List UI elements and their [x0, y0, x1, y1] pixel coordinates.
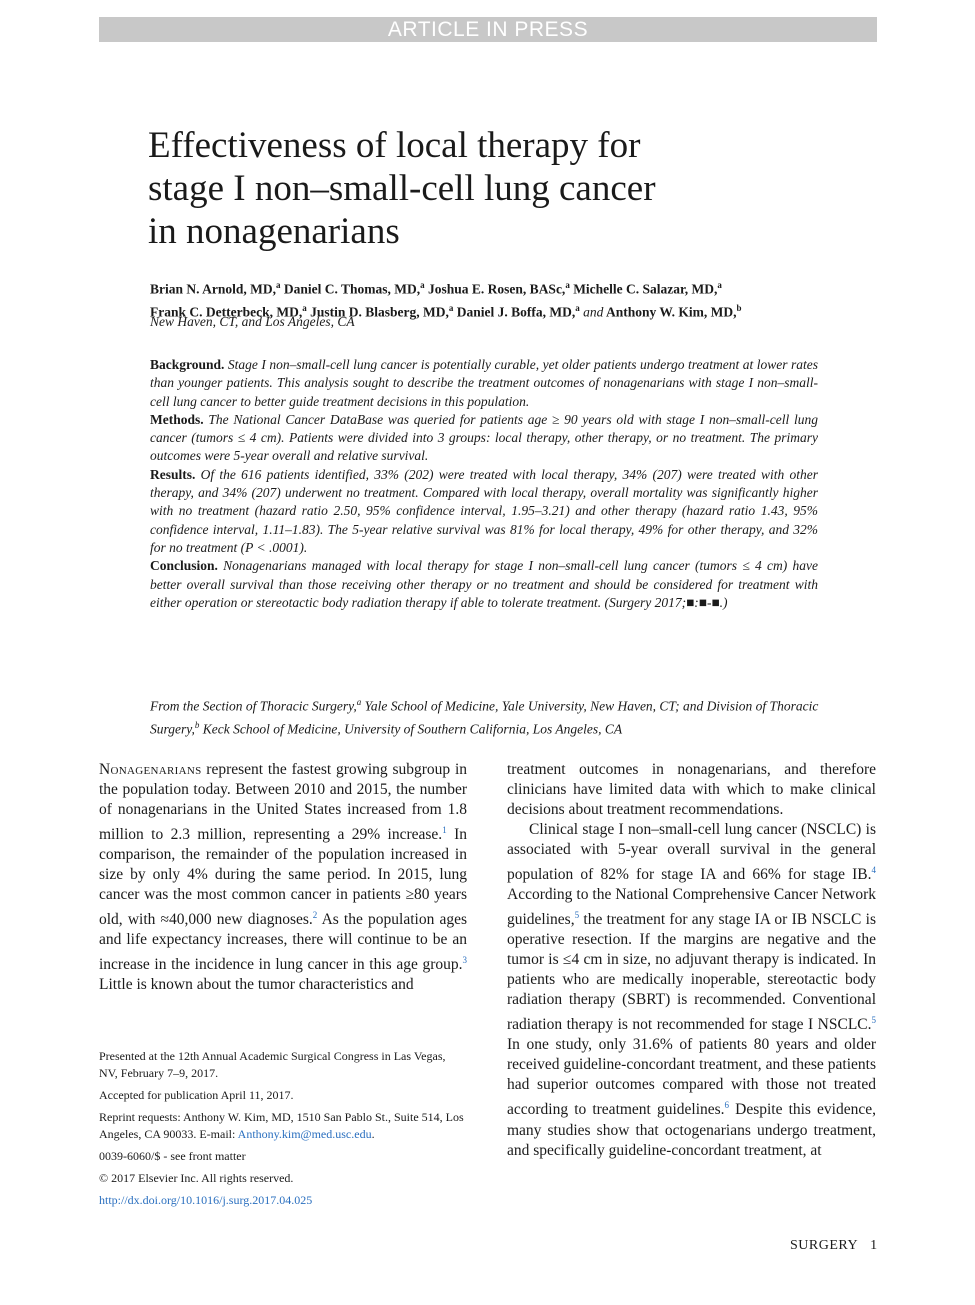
affiliation-text: From the Section of Thoracic Surgery, — [150, 698, 357, 714]
citation-ref[interactable]: 5 — [574, 910, 580, 921]
abstract-background: Background. Stage I non–small-cell lung … — [150, 356, 818, 411]
body-right-column: treatment outcomes in nonagenarians, and… — [507, 760, 876, 1161]
author-affil-mark: a — [302, 302, 307, 313]
reprint-note: Reprint requests: Anthony W. Kim, MD, 15… — [99, 1109, 467, 1143]
abstract-text: Of the 616 patients identified, 33% (202… — [150, 466, 818, 555]
page-number: 1 — [870, 1238, 878, 1253]
body-text: Despite this evidence, many studies show… — [507, 1101, 876, 1159]
citation-ref[interactable]: 3 — [462, 955, 468, 966]
reprint-end: . — [371, 1127, 375, 1141]
issn-note: 0039-6060/$ - see front matter — [99, 1149, 246, 1163]
author: Justin D. Blasberg, MD, — [310, 304, 449, 319]
citation-ref[interactable]: 5 — [871, 1015, 877, 1026]
body-left-column: Nonagenarians represent the fastest grow… — [99, 760, 467, 995]
body-text: According to the National Comprehensive … — [507, 886, 876, 929]
accepted-note: Accepted for publication April 11, 2017. — [99, 1088, 294, 1102]
affiliations: From the Section of Thoracic Surgery,a Y… — [150, 693, 830, 738]
body-text: As the population ages and life expectan… — [99, 911, 467, 974]
author: Michelle C. Salazar, MD, — [573, 281, 718, 297]
abstract-heading: Conclusion. — [150, 558, 218, 574]
article-in-press-banner: ARTICLE IN PRESS — [99, 17, 877, 42]
presented-note: Presented at the 12th Annual Academic Su… — [99, 1049, 446, 1080]
copyright-note: © 2017 Elsevier Inc. All rights reserved… — [99, 1171, 294, 1185]
citation-ref[interactable]: 2 — [312, 910, 318, 921]
abstract-heading: Results. — [150, 466, 196, 482]
abstract-conclusion: Conclusion. Nonagenarians managed with l… — [150, 557, 818, 612]
body-text: represent the fastest growing subgroup i… — [99, 761, 467, 844]
title-line: Effectiveness of local therapy for — [148, 125, 641, 166]
title-line: stage I non–small-cell lung cancer — [148, 168, 656, 209]
abstract-methods: Methods. The National Cancer DataBase wa… — [150, 411, 818, 466]
body-text: Clinical stage I non–small-cell lung can… — [507, 821, 876, 884]
author-affil-mark: a — [565, 280, 570, 290]
author-affil-mark: b — [736, 302, 742, 313]
author-and: and — [583, 304, 604, 319]
author-affil-mark: a — [448, 302, 454, 313]
affiliation-text: Keck School of Medicine, University of S… — [199, 721, 623, 736]
affiliation-text: Yale School of Medicine, Yale University… — [150, 698, 819, 737]
email-link[interactable]: Anthony.kim@med.usc.edu — [237, 1127, 372, 1141]
abstract-text: Nonagenarians managed with local therapy… — [150, 558, 818, 610]
author-location: New Haven, CT, and Los Angeles, CA — [150, 314, 355, 329]
author-list: Brian N. Arnold, MD,a Daniel C. Thomas, … — [150, 276, 850, 321]
author-affil-mark: a — [276, 280, 281, 290]
abstract-results: Results. Of the 616 patients identified,… — [150, 466, 818, 557]
title-line: in nonagenarians — [148, 211, 400, 252]
abstract-text: The National Cancer DataBase was queried… — [150, 411, 818, 464]
author: Daniel C. Thomas, MD, — [283, 281, 421, 297]
doi-link[interactable]: http://dx.doi.org/10.1016/j.surg.2017.04… — [99, 1193, 313, 1207]
abstract-heading: Background. — [150, 357, 225, 372]
article-footnotes: Presented at the 12th Annual Academic Su… — [99, 1048, 467, 1214]
author-affil-mark: a — [575, 302, 580, 313]
affil-mark: a — [356, 697, 362, 707]
abstract-text: Stage I non–small-cell lung cancer is po… — [150, 357, 818, 409]
citation-ref[interactable]: 1 — [442, 825, 447, 835]
author-affil-mark: a — [717, 280, 722, 290]
author: Brian N. Arnold, MD, — [150, 281, 277, 297]
author-affil-mark: a — [420, 280, 425, 290]
author: Joshua E. Rosen, BASc, — [428, 281, 566, 297]
body-text: In one study, only 31.6% of patients 80 … — [507, 1036, 876, 1119]
author: Frank C. Detterbeck, MD, — [150, 304, 303, 319]
page-footer: SURGERY 1 — [790, 1238, 878, 1254]
author: Daniel J. Boffa, MD, — [456, 304, 576, 319]
author: Anthony W. Kim, MD, — [606, 304, 737, 319]
affil-mark: b — [194, 719, 200, 730]
reprint-text: Reprint requests: Anthony W. Kim, MD, 15… — [99, 1110, 464, 1141]
body-text: In comparison, the remainder of the popu… — [99, 826, 467, 929]
abstract: Background. Stage I non–small-cell lung … — [150, 356, 818, 612]
citation-ref[interactable]: 4 — [871, 865, 877, 875]
abstract-heading: Methods. — [150, 411, 204, 427]
paragraph: Clinical stage I non–small-cell lung can… — [507, 820, 876, 1161]
paragraph: treatment outcomes in nonagenarians, and… — [507, 761, 876, 818]
journal-name: SURGERY — [790, 1238, 859, 1253]
article-title: Effectiveness of local therapy for stage… — [148, 124, 848, 253]
body-text: Little is known about the tumor characte… — [99, 976, 414, 994]
body-text: the treatment for any stage IA or IB NSC… — [507, 911, 876, 1034]
lead-word: Nonagenarians — [99, 761, 202, 778]
citation-ref[interactable]: 6 — [724, 1100, 730, 1111]
